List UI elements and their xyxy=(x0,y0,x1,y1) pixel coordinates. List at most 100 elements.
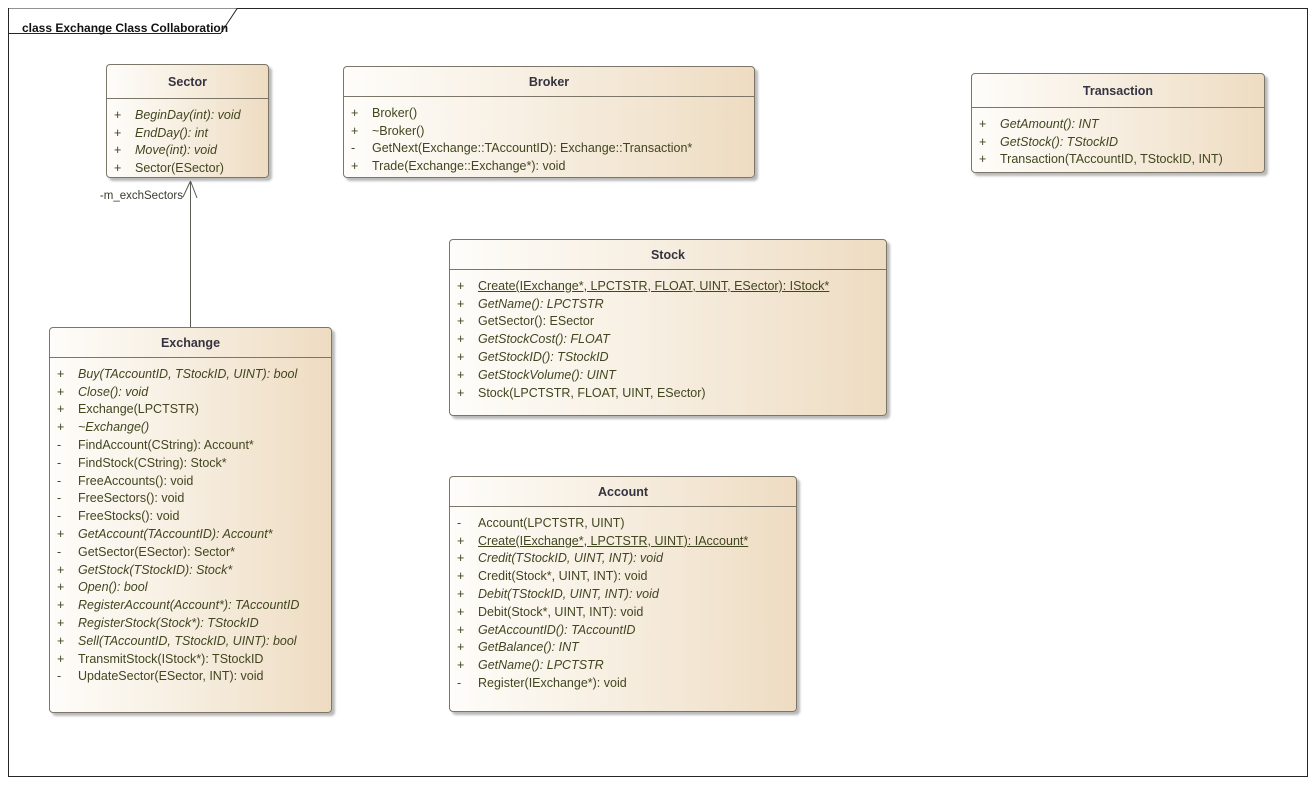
class-member-row: + BeginDay(int): void xyxy=(114,106,264,124)
frame-tab-shape xyxy=(8,7,239,34)
class-title-account: Account xyxy=(450,477,796,507)
class-member-row: +Broker() xyxy=(351,104,750,122)
class-member-row: +TransmitStock(IStock*): TStockID xyxy=(57,650,327,668)
member-signature: Move(int): void xyxy=(135,143,217,158)
member-signature: Open(): bool xyxy=(78,580,148,595)
class-member-row: + Sell(TAccountID, TStockID, UINT): bool xyxy=(57,632,327,650)
visibility-marker: + xyxy=(457,314,465,329)
visibility-marker: + xyxy=(457,533,465,548)
class-member-row: +Buy(TAccountID, TStockID, UINT): bool xyxy=(57,365,327,383)
visibility-marker: + xyxy=(57,527,65,542)
class-member-row: - Register(IExchange*): void xyxy=(457,674,792,692)
class-title-sector: Sector xyxy=(107,65,268,99)
class-member-row: -FindAccount(CString): Account* xyxy=(57,436,327,454)
member-signature: Create(IExchange*, LPCTSTR, UINT): IAcco… xyxy=(478,533,749,548)
member-signature: FreeSectors(): void xyxy=(78,491,185,506)
visibility-marker: - xyxy=(57,473,62,488)
class-box-sector[interactable]: Sector + BeginDay(int): void +EndDay(): in… xyxy=(106,64,269,178)
class-member-row: + GetStockID(): TStockID xyxy=(457,348,882,366)
member-signature: GetStockCost(): FLOAT xyxy=(478,332,610,347)
visibility-marker: + xyxy=(979,152,987,167)
class-members-transaction: +GetAmount(): INT+GetStock(): TStockID+ T… xyxy=(972,108,1264,172)
class-box-exchange[interactable]: Exchange +Buy(TAccountID, TStockID, UINT… xyxy=(49,327,332,713)
member-signature: Account(LPCTSTR, UINT) xyxy=(478,515,625,530)
visibility-marker: + xyxy=(457,640,465,655)
visibility-marker: - xyxy=(457,676,462,691)
visibility-marker: + xyxy=(457,658,465,673)
member-signature: GetStock(TStockID): Stock* xyxy=(78,562,233,577)
class-member-row: +GetAccountID(): TAccountID xyxy=(457,621,792,639)
visibility-marker: + xyxy=(457,296,465,311)
member-signature: GetName(): LPCTSTR xyxy=(478,296,604,311)
class-member-row: +GetBalance(): INT xyxy=(457,639,792,657)
visibility-marker: - xyxy=(57,438,62,453)
member-signature: Register(IExchange*): void xyxy=(478,676,627,691)
member-signature: TransmitStock(IStock*): TStockID xyxy=(78,651,264,666)
class-box-transaction[interactable]: Transaction +GetAmount(): INT+GetStock()… xyxy=(971,73,1265,173)
visibility-marker: + xyxy=(457,350,465,365)
class-member-row: -Account(LPCTSTR, UINT) xyxy=(457,514,792,532)
visibility-marker: + xyxy=(351,105,359,120)
member-signature: BeginDay(int): void xyxy=(135,107,241,122)
visibility-marker: + xyxy=(57,402,65,417)
diagram-title: class Exchange Class Collaboration xyxy=(22,21,229,35)
association-connector[interactable] xyxy=(168,177,214,330)
member-signature: Transaction(TAccountID, TStockID, INT) xyxy=(1000,152,1223,167)
class-member-row: +Move(int): void xyxy=(114,142,264,160)
open-arrowhead-icon xyxy=(182,180,198,199)
visibility-marker: + xyxy=(457,622,465,637)
visibility-marker: + xyxy=(457,604,465,619)
visibility-marker: - xyxy=(57,455,62,470)
class-member-row: +GetSector(): ESector xyxy=(457,313,882,331)
class-member-row: +GetAmount(): INT xyxy=(979,115,1260,133)
member-signature: GetSector(ESector): Sector* xyxy=(78,544,236,559)
member-signature: FindStock(CString): Stock* xyxy=(78,455,227,470)
class-box-stock[interactable]: Stock +Create(IExchange*, LPCTSTR, FLOAT… xyxy=(449,239,887,416)
member-signature: Sell(TAccountID, TStockID, UINT): bool xyxy=(78,633,297,648)
visibility-marker: + xyxy=(57,366,65,381)
class-member-row: +Debit(Stock*, UINT, INT): void xyxy=(457,603,792,621)
visibility-marker: + xyxy=(57,633,65,648)
visibility-marker: + xyxy=(57,598,65,613)
member-signature: Stock(LPCTSTR, FLOAT, UINT, ESector) xyxy=(478,385,706,400)
class-member-row: -FreeSectors(): void xyxy=(57,490,327,508)
class-member-row: +Open(): bool xyxy=(57,579,327,597)
visibility-marker: + xyxy=(114,107,122,122)
member-signature: GetAmount(): INT xyxy=(1000,116,1099,131)
member-signature: GetStockVolume(): UINT xyxy=(478,367,616,382)
class-box-account[interactable]: Account -Account(LPCTSTR, UINT)+Create(I… xyxy=(449,476,797,712)
member-signature: UpdateSector(ESector, INT): void xyxy=(78,669,264,684)
class-title-broker: Broker xyxy=(344,67,754,97)
class-member-row: - FindStock(CString): Stock* xyxy=(57,454,327,472)
class-member-row: - UpdateSector(ESector, INT): void xyxy=(57,668,327,686)
class-member-row: + RegisterAccount(Account*): TAccountID xyxy=(57,596,327,614)
visibility-marker: - xyxy=(351,141,356,156)
member-signature: EndDay(): int xyxy=(135,125,208,140)
class-members-broker: +Broker()+~Broker()-GetNext(Exchange::TA… xyxy=(344,97,754,177)
class-box-broker[interactable]: Broker +Broker()+~Broker()-GetNext(Excha… xyxy=(343,66,755,178)
class-title-stock: Stock xyxy=(450,240,886,270)
diagram-frame-tab: class Exchange Class Collaboration xyxy=(8,7,248,35)
class-member-row: +GetStock(): TStockID xyxy=(979,133,1260,151)
class-member-row: + GetAccount(TAccountID): Account* xyxy=(57,525,327,543)
class-member-row: +Stock(LPCTSTR, FLOAT, UINT, ESector) xyxy=(457,384,882,402)
member-signature: RegisterAccount(Account*): TAccountID xyxy=(78,598,300,613)
class-members-account: -Account(LPCTSTR, UINT)+Create(IExchange… xyxy=(450,507,796,696)
member-signature: Exchange(LPCTSTR) xyxy=(78,402,199,417)
member-signature: GetStockID(): TStockID xyxy=(478,350,609,365)
member-signature: Credit(Stock*, UINT, INT): void xyxy=(478,569,648,584)
class-member-row: - GetNext(Exchange::TAccountID): Exchange… xyxy=(351,140,750,158)
visibility-marker: + xyxy=(457,278,465,293)
visibility-marker: - xyxy=(57,669,62,684)
visibility-marker: + xyxy=(457,587,465,602)
member-signature: GetNext(Exchange::TAccountID): Exchange:… xyxy=(372,141,693,156)
class-member-row: +EndDay(): int xyxy=(114,124,264,142)
member-signature: GetStock(): TStockID xyxy=(1000,134,1119,149)
member-signature: Debit(TStockID, UINT, INT): void xyxy=(478,587,659,602)
class-member-row: -FreeAccounts(): void xyxy=(57,472,327,490)
member-signature: Credit(TStockID, UINT, INT): void xyxy=(478,551,663,566)
association-role-label[interactable]: -m_exchSectors xyxy=(99,190,183,202)
member-signature: RegisterStock(Stock*): TStockID xyxy=(78,616,259,631)
member-signature: GetAccount(TAccountID): Account* xyxy=(78,527,273,542)
